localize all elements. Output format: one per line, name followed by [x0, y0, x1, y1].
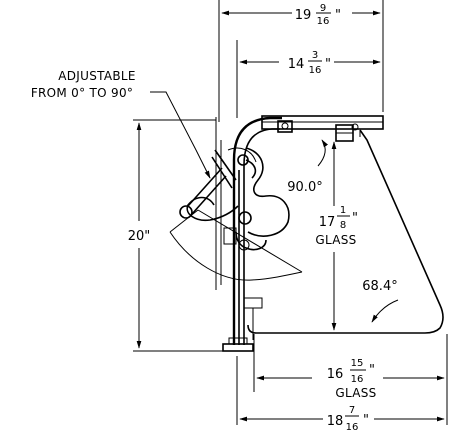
dim-right-angle-label: 90.0°: [287, 180, 322, 195]
shelf-bracket-assembly: [179, 147, 290, 340]
dimension-slant-angle: 68.4°: [362, 279, 399, 323]
dim-overall-top-whole: 19: [295, 8, 312, 23]
dim-front-glass-num: 1: [340, 205, 346, 216]
adjustable-note-line1: ADJUSTABLE: [58, 69, 136, 83]
adjustable-note-line2: FROM 0° TO 90°: [31, 86, 133, 100]
dim-overall-bottom-den: 16: [346, 422, 359, 433]
dimension-front-glass: 17 1 8 " GLASS: [315, 141, 358, 331]
dim-overall-bottom-num: 7: [349, 405, 355, 416]
adjustable-note: ADJUSTABLE FROM 0° TO 90°: [31, 69, 211, 179]
dim-front-glass-whole: 17: [319, 215, 336, 230]
dimension-overall-top: 19 9 16 ": [221, 3, 381, 27]
dim-height-label: 20": [128, 229, 151, 244]
dim-bottom-glass-den: 16: [351, 374, 364, 385]
dim-overall-bottom-unit: ": [363, 413, 369, 428]
dim-overall-top-den: 16: [317, 16, 330, 27]
dim-rail-unit: ": [325, 57, 331, 72]
dimension-bottom-glass: 16 15 16 " GLASS: [256, 358, 445, 400]
extension-lines: [133, 0, 448, 425]
dim-bottom-glass-label: GLASS: [335, 386, 376, 400]
dim-rail-den: 16: [309, 65, 322, 76]
dim-front-glass-den: 8: [340, 220, 346, 231]
dim-overall-top-unit: ": [335, 8, 341, 23]
dim-overall-top-num: 9: [320, 3, 326, 14]
dim-overall-bottom-whole: 18: [327, 414, 344, 429]
dim-bottom-glass-unit: ": [369, 363, 375, 378]
dimension-right-angle: 90.0°: [287, 139, 328, 195]
dimension-rail-width: 14 3 16 ": [239, 50, 381, 76]
dim-rail-whole: 14: [288, 57, 305, 72]
dim-rail-num: 3: [312, 50, 318, 61]
adjustable-shelf-arc: [169, 209, 303, 281]
dim-bottom-glass-num: 15: [351, 358, 364, 369]
dimension-overall-bottom: 18 7 16 ": [239, 405, 445, 433]
dim-slant-angle-label: 68.4°: [362, 279, 397, 294]
glass-panel: [247, 129, 444, 334]
dimension-height: 20": [128, 122, 151, 349]
top-rail: [261, 115, 384, 142]
dim-front-glass-unit: ": [352, 211, 358, 226]
dim-bottom-glass-whole: 16: [327, 367, 344, 382]
dim-front-glass-label: GLASS: [315, 233, 356, 247]
